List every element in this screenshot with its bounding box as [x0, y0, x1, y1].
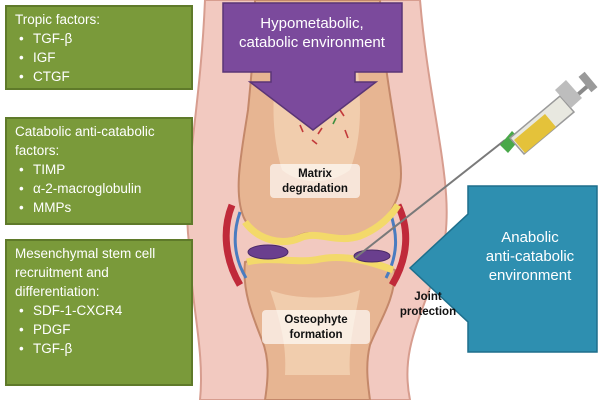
bullet: • [19, 162, 24, 177]
osteo-label-bg [262, 310, 370, 344]
catabolic-factors-box: Catabolic anti-catabolic factors: • TIMP … [5, 117, 193, 225]
matrix-label-line1: Matrix [298, 168, 332, 180]
synovial-fluid-left [233, 211, 248, 279]
syringe-thumb-rest [578, 71, 598, 93]
list-item: • CTGF [15, 67, 183, 86]
list-item: • MMPs [15, 198, 183, 217]
osteophyte-formation-label: Osteophyte formation [262, 313, 370, 343]
anabolic-line3: environment [488, 267, 572, 284]
anabolic-line1: Anabolic [501, 229, 559, 246]
list-item-text: MMPs [33, 200, 72, 215]
list-item: • TGF-β [15, 29, 183, 48]
syringe-needle [354, 139, 506, 259]
list-item-text: CTGF [33, 69, 70, 84]
list-item-text: TIMP [33, 162, 66, 177]
list-item: • IGF [15, 48, 183, 67]
list-item-text: TGF-β [33, 31, 73, 46]
osteo-label-line1: Osteophyte [284, 314, 348, 326]
msc-title-line2: recruitment and [15, 265, 109, 280]
tropic-factors-box: Tropic factors: • TGF-β • IGF • CTGF [5, 5, 193, 90]
hypometabolic-line2: catabolic environment [239, 34, 385, 51]
meniscus-right [353, 249, 391, 263]
syringe-fluid [514, 114, 556, 153]
list-item: • TGF-β [15, 339, 183, 358]
bullet: • [19, 181, 24, 196]
anabolic-arrow [408, 185, 598, 353]
syringe [354, 71, 598, 259]
catabolic-factors-title-line2: factors: [15, 143, 60, 158]
syringe-flange [555, 80, 582, 108]
list-item: • PDGF [15, 320, 183, 339]
anabolic-arrow-text: Anabolic anti-catabolic environment [470, 228, 590, 285]
list-item: • SDF-1-CXCR4 [15, 301, 183, 320]
hypometabolic-line1: Hypometabolic, [260, 15, 364, 32]
osteo-label-line2: formation [289, 329, 343, 341]
matrix-label-bg [270, 164, 360, 198]
list-item-text: SDF-1-CXCR4 [33, 303, 123, 318]
list-item-text: IGF [33, 50, 56, 65]
msc-title-line3: differentiation: [15, 284, 100, 299]
hypometabolic-arrow [222, 2, 403, 131]
list-item-text: α-2-macroglobulin [33, 181, 142, 196]
tropic-factors-list: • TGF-β • IGF • CTGF [15, 29, 183, 86]
matrix-degradation-label: Matrix degradation [270, 167, 360, 197]
catabolic-factors-list: • TIMP • α-2-macroglobulin • MMPs [15, 160, 183, 217]
joint-label-line2: protection [399, 306, 457, 318]
tropic-factors-title: Tropic factors: [15, 12, 101, 27]
list-item: • TIMP [15, 160, 183, 179]
cartilage-tibial [246, 253, 395, 274]
list-item-text: PDGF [33, 322, 71, 337]
joint-label-line1: Joint [414, 291, 442, 303]
cartilage-femoral [242, 203, 402, 245]
synovial-membrane-right [388, 203, 410, 287]
bullet: • [19, 31, 24, 46]
list-item: • α-2-macroglobulin [15, 179, 183, 198]
anabolic-line2: anti-catabolic [485, 248, 575, 265]
bullet: • [19, 341, 24, 356]
msc-recruitment-box: Mesenchymal stem cell recruitment and di… [5, 239, 193, 386]
synovial-membrane-left [222, 203, 244, 287]
joint-protection-label: Joint protection [388, 290, 468, 320]
bullet: • [19, 322, 24, 337]
hypometabolic-arrow-text: Hypometabolic, catabolic environment [222, 14, 402, 52]
bullet: • [19, 69, 24, 84]
msc-title-line1: Mesenchymal stem cell [15, 246, 156, 261]
matrix-label-line2: degradation [282, 183, 348, 195]
catabolic-factors-title-line1: Catabolic anti-catabolic [15, 124, 155, 139]
list-item-text: TGF-β [33, 341, 73, 356]
bullet: • [19, 303, 24, 318]
msc-list: • SDF-1-CXCR4 • PDGF • TGF-β [15, 301, 183, 358]
meniscus-left [247, 244, 289, 260]
bullet: • [19, 200, 24, 215]
bullet: • [19, 50, 24, 65]
